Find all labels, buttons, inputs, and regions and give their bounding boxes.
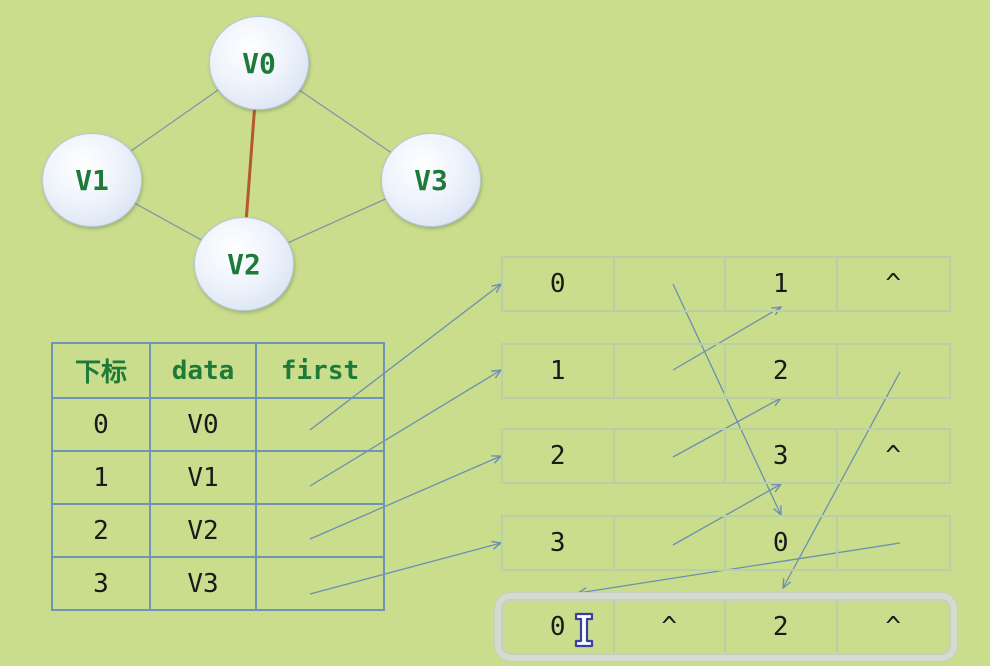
table-header-row: 下标 data first — [51, 342, 385, 399]
edge-ivex: 2 — [503, 430, 615, 482]
cell-data: V2 — [149, 503, 257, 558]
edge-node-1: 1 2 — [501, 343, 951, 399]
edge-jlink — [838, 345, 950, 397]
text-cursor-icon — [574, 612, 594, 648]
pointer-arrow — [578, 542, 901, 593]
node-label: V3 — [414, 163, 448, 197]
edge-jvex: 0 — [726, 517, 838, 569]
edge-jlink — [838, 517, 950, 569]
node-label: V2 — [227, 247, 261, 281]
table-row: 3 V3 — [51, 556, 385, 611]
edge-jlink[interactable]: ^ — [885, 612, 902, 642]
cell-index: 2 — [51, 503, 151, 558]
table-row: 1 V1 — [51, 450, 385, 505]
cell-index: 0 — [51, 397, 151, 452]
edge-ivex: 0 — [503, 258, 615, 310]
table-row: 2 V2 — [51, 503, 385, 558]
edge-jlink: ^ — [885, 269, 902, 299]
graph-node-v2: V2 — [194, 217, 294, 311]
header-index: 下标 — [51, 342, 151, 399]
edge-ivex: 1 — [503, 345, 615, 397]
pointer-arrow — [672, 307, 781, 371]
node-label: V0 — [242, 46, 276, 80]
edge-jvex: 1 — [726, 258, 838, 310]
cell-data: V1 — [149, 450, 257, 505]
edge-jvex: 3 — [726, 430, 838, 482]
cell-index: 3 — [51, 556, 151, 611]
edge-node-3: 3 0 — [501, 515, 951, 571]
edge-ivex[interactable]: 0 — [503, 601, 615, 653]
edge-node-2: 2 3 ^ — [501, 428, 951, 484]
edge-node-4-selected[interactable]: 0 ^ 2 ^ — [501, 599, 951, 655]
edge-node-0: 0 1 ^ — [501, 256, 951, 312]
cell-first — [255, 450, 385, 505]
edge-ilink[interactable]: ^ — [615, 601, 726, 653]
cell-first — [255, 397, 385, 452]
edge-jlink: ^ — [885, 441, 902, 471]
pointer-arrow — [783, 371, 901, 588]
edge-jvex: 2 — [726, 345, 838, 397]
edge-ilink — [615, 345, 726, 397]
node-label: V1 — [75, 163, 109, 197]
cell-index: 1 — [51, 450, 151, 505]
edge-ivex: 3 — [503, 517, 615, 569]
cell-first — [255, 503, 385, 558]
edge-ilink — [615, 517, 726, 569]
pointer-arrow — [672, 398, 781, 458]
graph-node-v3: V3 — [381, 133, 481, 227]
pointer-arrow — [672, 484, 781, 546]
vertex-table: 下标 data first 0 V0 1 V1 2 V2 3 V3 — [51, 342, 385, 611]
edge-ilink — [615, 430, 726, 482]
cell-first — [255, 556, 385, 611]
table-row: 0 V0 — [51, 397, 385, 452]
graph-node-v1: V1 — [42, 133, 142, 227]
graph-node-v0: V0 — [209, 16, 309, 110]
pointer-arrow — [672, 283, 781, 515]
cell-data: V3 — [149, 556, 257, 611]
edge-jvex[interactable]: 2 — [726, 601, 838, 653]
header-data: data — [149, 342, 257, 399]
edge-ilink — [615, 258, 726, 310]
header-first: first — [255, 342, 385, 399]
cell-data: V0 — [149, 397, 257, 452]
